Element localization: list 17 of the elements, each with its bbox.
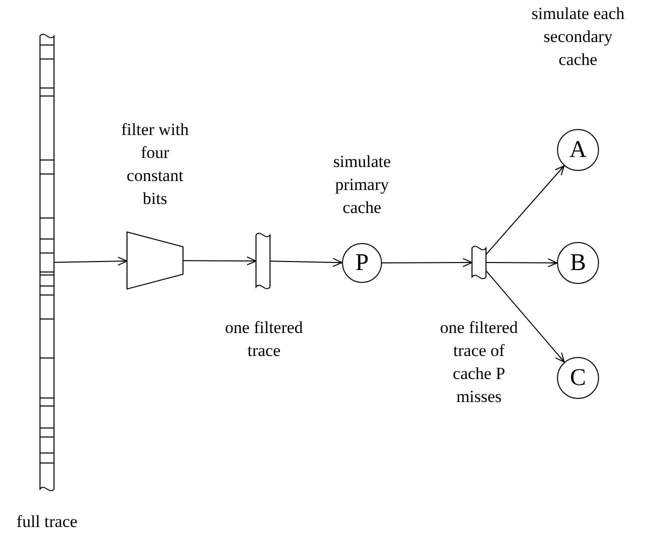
arrow	[382, 258, 472, 268]
arrow	[182, 256, 256, 266]
cache-name: P	[355, 251, 369, 275]
arrow	[54, 256, 128, 266]
node-label: one filtered trace	[224, 317, 304, 362]
node-label: filter with four constant bits	[120, 119, 190, 210]
cache-name: A	[569, 138, 587, 162]
node-label: one filtered trace of cache P misses	[439, 317, 519, 408]
node-label: full trace	[16, 511, 78, 533]
arrow	[486, 270, 565, 363]
caption: simulate each secondary cache	[530, 3, 626, 71]
arrow	[270, 258, 342, 267]
arrow	[486, 258, 558, 268]
cache-name: B	[570, 251, 586, 275]
node-label: simulate primary cache	[332, 151, 392, 219]
cache-name: C	[570, 366, 586, 390]
arrow	[486, 165, 565, 256]
